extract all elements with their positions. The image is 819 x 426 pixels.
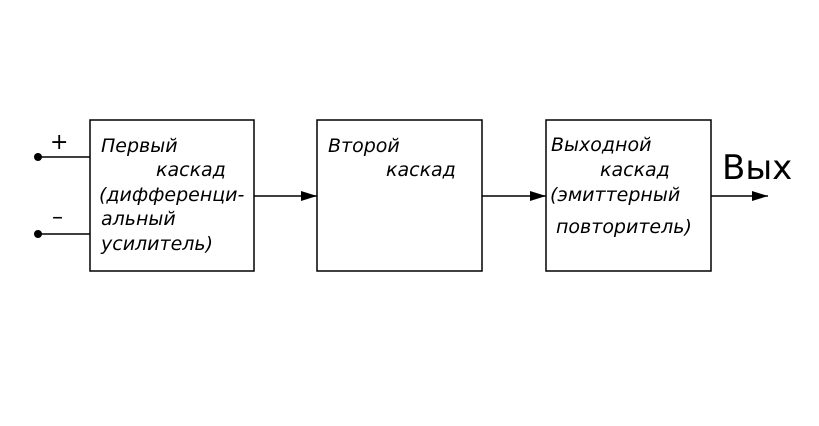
first-stage-line-4: альный [101, 208, 176, 230]
input-plus-terminal [34, 153, 90, 161]
first-stage-line-2: каскад [156, 159, 226, 181]
second-stage-line-1: Второй [328, 135, 400, 157]
first-stage-line-1: Первый [101, 135, 178, 157]
first-stage-line-5: усилитель) [100, 233, 213, 255]
output-label: Вых [722, 148, 792, 188]
output-stage-line-3: (эмиттерный [550, 184, 680, 206]
first-stage-line-3: (дифференци- [99, 184, 245, 206]
input-minus-sign: – [52, 205, 63, 230]
second-stage-line-2: каскад [386, 159, 456, 181]
output-stage-line-1: Выходной [551, 134, 651, 156]
input-plus-sign: + [50, 130, 68, 155]
output-stage-line-2: каскад [600, 159, 670, 181]
output-stage-line-4: повторитель) [556, 216, 692, 238]
input-minus-terminal [34, 230, 90, 238]
